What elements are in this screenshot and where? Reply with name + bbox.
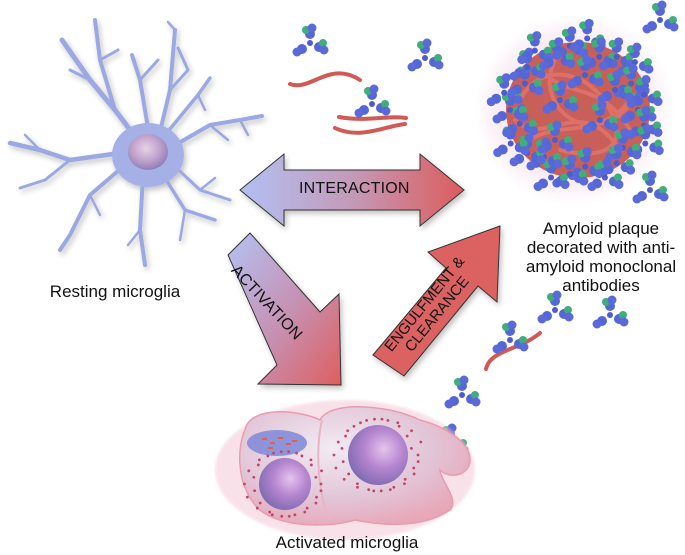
antibody-icon — [292, 23, 329, 57]
vesicle-dot — [270, 513, 274, 517]
vesicle-dot — [347, 472, 351, 476]
vesicle-dot — [293, 513, 297, 517]
activated-microglia-label: Activated microglia — [275, 533, 419, 552]
vesicle-dot — [403, 477, 407, 481]
vesicle-dot — [386, 418, 390, 422]
vesicle-dot — [342, 477, 346, 481]
vesicle-dot — [336, 440, 340, 444]
vesicle-dot — [405, 434, 409, 438]
vesicle-dot — [359, 421, 362, 425]
amyloid-plaque-icon — [475, 15, 675, 205]
vesicle-dot — [287, 450, 291, 454]
vesicle-dot — [314, 501, 318, 505]
vesicle-dot — [243, 482, 246, 486]
vesicle-dot — [340, 446, 344, 450]
vesicle-dot — [245, 495, 249, 499]
vesicle-dot — [410, 446, 413, 450]
plaque-label-line: amyloid monoclonal — [525, 257, 677, 276]
vesicle-dot — [309, 458, 313, 462]
vesicle-dot — [412, 472, 416, 476]
antibody-icon — [444, 375, 481, 409]
plaque-label: Amyloid plaque decorated with anti- amyl… — [516, 219, 685, 295]
plaque-label-line: Amyloid plaque — [542, 219, 660, 238]
vesicle-dot — [315, 495, 318, 499]
vesicle-dot — [419, 440, 423, 444]
vesicle-dot — [280, 514, 284, 518]
vesicle-dot — [341, 460, 345, 464]
engulfment-arrow — [372, 225, 501, 377]
vesicle-dot — [332, 453, 336, 457]
vesicle-dot — [295, 451, 298, 455]
vesicle-dot — [356, 485, 359, 489]
vesicle-dot — [252, 475, 256, 479]
vesicle-dot — [397, 424, 401, 428]
vesicle-dot — [314, 475, 318, 479]
antibody-icon — [354, 84, 391, 118]
vesicle-dot — [380, 417, 384, 421]
vesicle-dot — [319, 482, 323, 486]
plaque-label-line: antibodies — [562, 276, 640, 295]
vesicle-dot — [416, 460, 420, 464]
antibody-icon — [592, 295, 629, 329]
antibody-icon — [407, 38, 444, 72]
vesicle-dot — [372, 489, 376, 493]
vesicle-dot — [300, 454, 304, 458]
vesicle-dot — [272, 451, 275, 455]
vesicle-dot — [253, 489, 257, 493]
antibody-icon — [537, 290, 574, 324]
vesicle-dot — [356, 482, 359, 486]
vesicle-dot — [320, 469, 323, 473]
vesicle-dot — [303, 510, 307, 514]
interaction-arrow — [239, 152, 465, 228]
vesicle-dot — [416, 453, 420, 457]
vesicle-dot — [255, 506, 259, 510]
vesicle-dot — [388, 488, 392, 492]
antibody-icon — [642, 0, 679, 34]
vesicle-dot — [258, 501, 262, 505]
vesicle-dot — [403, 482, 406, 486]
vesicle-dot — [279, 450, 283, 454]
vesicle-dot — [373, 417, 376, 421]
vesicle-dot — [257, 458, 261, 462]
vesicle-dot — [396, 421, 400, 425]
vesicle-dot — [365, 418, 369, 422]
vesicle-dot — [379, 489, 383, 493]
vesicle-dot — [319, 489, 323, 493]
vesicle-dot — [266, 454, 270, 458]
vesicle-dot — [305, 506, 309, 510]
vesicle-dot — [412, 466, 416, 470]
resting-microglia-label: Resting microglia — [49, 282, 181, 301]
vesicle-dot — [268, 510, 272, 514]
vesicle-dot — [352, 424, 356, 428]
interaction-label: INTERACTION — [299, 180, 410, 197]
resting-microglia-icon — [7, 18, 264, 267]
vesicle-dot — [247, 469, 251, 473]
vesicle-dot — [256, 463, 260, 467]
activated-microglia-icon — [215, 400, 475, 540]
vesicle-dot — [344, 434, 347, 438]
vesicle-dot — [410, 429, 413, 433]
vesicle-dot — [392, 485, 396, 489]
plaque-label-line: decorated with anti- — [526, 238, 676, 257]
vesicle-dot — [367, 488, 371, 492]
activation-arrow — [227, 232, 342, 386]
vesicle-dot — [346, 429, 350, 433]
vesicle-dot — [334, 466, 338, 470]
vesicle-dot — [287, 514, 291, 518]
vesicle-dot — [309, 463, 313, 467]
